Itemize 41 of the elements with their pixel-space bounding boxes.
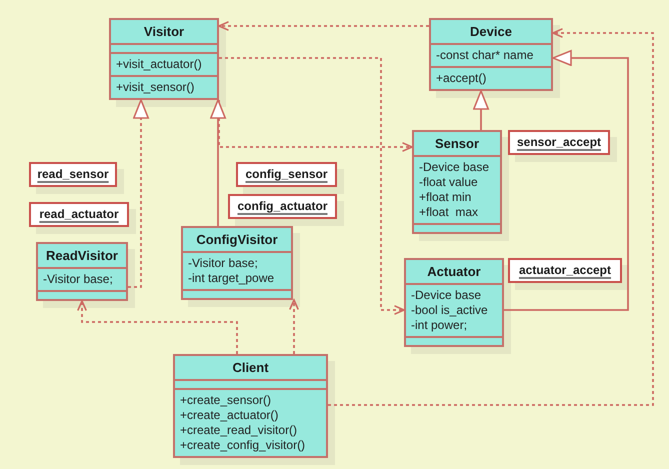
method-text: +create_sensor()	[180, 393, 272, 408]
inheritance-arrow	[128, 99, 149, 288]
attribute-text: -const char* name	[436, 48, 534, 63]
object-name: sensor_accept	[516, 135, 602, 150]
dependency-arrow	[328, 28, 654, 406]
dependency-arrow	[219, 57, 405, 315]
object-name: config_sensor	[245, 167, 328, 182]
dependency-arrow	[218, 100, 413, 152]
attribute-text: +float min	[419, 190, 472, 205]
class-name: Sensor	[434, 136, 480, 151]
object-name: read_sensor	[37, 167, 109, 182]
inheritance-arrow	[473, 90, 489, 130]
method-text: +visit_actuator()	[116, 57, 202, 72]
attribute-text: -Visitor base;	[43, 272, 113, 287]
method-text: +create_config_visitor()	[180, 438, 306, 453]
method-text: +accept()	[436, 71, 486, 86]
object-name: read_actuator	[39, 207, 119, 222]
class-name: Visitor	[144, 24, 184, 39]
inheritance-arrow	[504, 50, 629, 311]
dependency-arrow	[77, 300, 238, 354]
attribute-text: -int power;	[411, 318, 468, 333]
attribute-text: -bool is_active	[411, 303, 488, 318]
attribute-text: -Device base	[411, 288, 482, 303]
class-name: Client	[232, 360, 269, 375]
method-text: +visit_sensor()	[116, 80, 194, 95]
attribute-text: +float max	[419, 205, 478, 220]
class-name: Actuator	[427, 264, 481, 279]
class-name: Device	[470, 24, 512, 39]
attribute-text: -int target_powe	[188, 271, 274, 286]
object-name: config_actuator	[237, 199, 328, 214]
attribute-text: -float value	[419, 175, 478, 190]
method-text: +create_read_visitor()	[180, 423, 298, 438]
dependency-arrow	[289, 299, 299, 354]
attribute-text: -Visitor base;	[188, 256, 258, 271]
attribute-text: -Device base	[419, 160, 490, 175]
class-name: ConfigVisitor	[196, 232, 278, 247]
object-name: actuator_accept	[518, 263, 612, 278]
inheritance-arrow	[210, 99, 226, 226]
dependency-arrow	[218, 21, 429, 31]
class-name: ReadVisitor	[46, 248, 118, 263]
method-text: +create_actuator()	[180, 408, 278, 423]
